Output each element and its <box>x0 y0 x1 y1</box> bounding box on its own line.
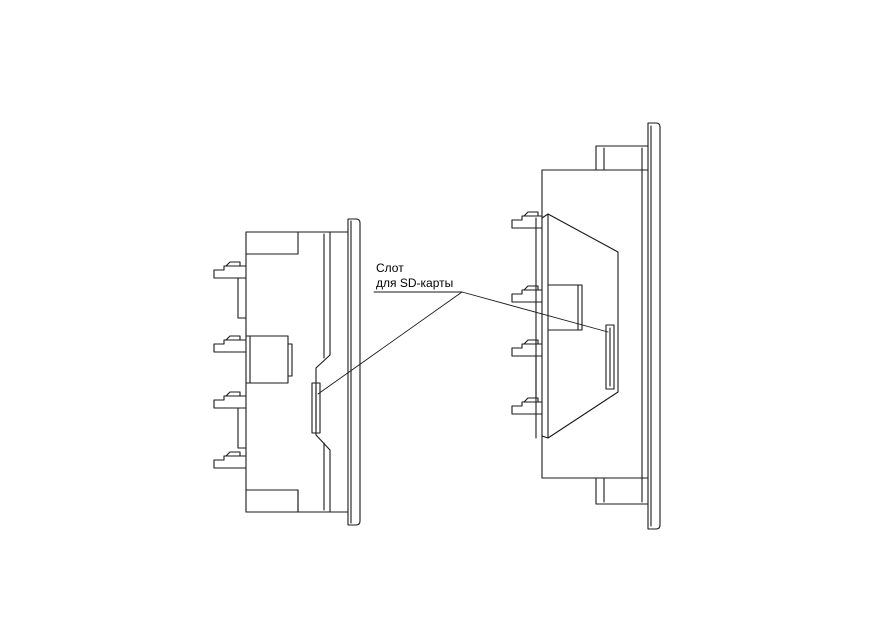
leader-to-left-slot <box>318 292 462 394</box>
device-right-bezel <box>648 123 660 529</box>
device-right-clip-1 <box>512 216 542 228</box>
device-right <box>512 123 660 529</box>
device-left <box>214 219 360 525</box>
device-right-open-tray <box>542 214 618 438</box>
callout-label-line1: Слот <box>376 261 404 275</box>
device-left-clip-4 <box>214 456 246 468</box>
device-right-body <box>542 146 648 504</box>
callout-label-line2: для SD-карты <box>376 276 454 290</box>
device-left-body <box>316 232 348 512</box>
device-left-sd-slot <box>312 383 320 433</box>
device-left-clip-1 <box>214 266 246 278</box>
device-left-bezel <box>348 219 360 525</box>
device-right-clip-3 <box>512 344 542 356</box>
device-right-clip-2 <box>512 290 542 302</box>
device-right-sd-card <box>606 325 614 389</box>
device-left-clip-2 <box>214 340 246 352</box>
leader-to-right-card <box>462 292 608 332</box>
device-left-clip-3 <box>214 396 246 408</box>
callout-leaders <box>318 292 608 394</box>
device-right-clip-4 <box>512 402 542 414</box>
